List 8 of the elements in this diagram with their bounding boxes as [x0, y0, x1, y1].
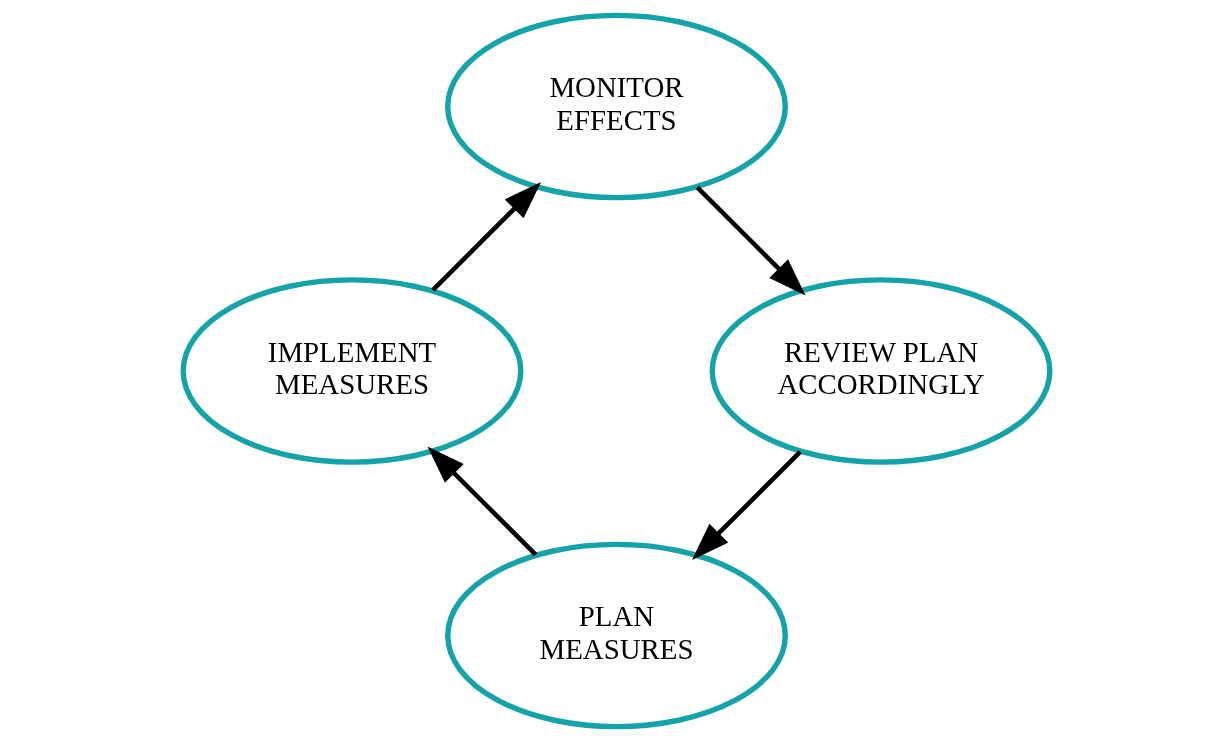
node-ellipse: REVIEW PLAN ACCORDINGLY — [709, 277, 1052, 465]
node-ellipse: MONITOR EFFECTS — [444, 12, 788, 201]
arrow — [426, 446, 537, 557]
arrow — [691, 450, 802, 561]
node-ellipse: IMPLEMENT MEASURES — [180, 277, 523, 465]
arrow — [695, 185, 806, 296]
node-ellipse: PLAN MEASURES — [444, 541, 788, 730]
arrow — [430, 181, 541, 292]
